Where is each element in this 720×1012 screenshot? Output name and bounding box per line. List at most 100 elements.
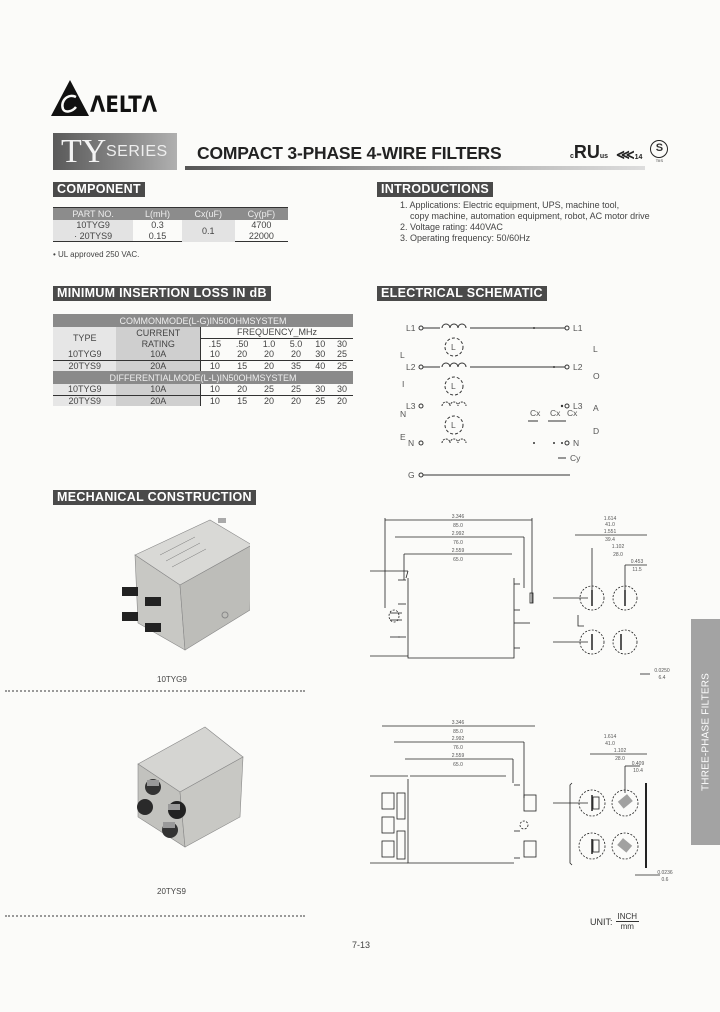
svg-text:6.4: 6.4 bbox=[659, 675, 666, 681]
series-badge: TY SERIES bbox=[53, 133, 177, 170]
svg-text:L2: L2 bbox=[573, 362, 583, 372]
intro-item: 1. Applications: Electric equipment, UPS… bbox=[400, 200, 620, 210]
table-row: 10TYG9 10A 10 20 20 20 30 25 bbox=[53, 349, 353, 360]
col-cy: Cy(pF) bbox=[234, 207, 288, 220]
electrical-schematic: L1 L2 L3 N G L1 L2 L3 N L I N E L O A D … bbox=[390, 315, 630, 485]
svg-text:28.0: 28.0 bbox=[613, 552, 623, 558]
svg-text:2.559: 2.559 bbox=[452, 753, 465, 759]
svg-text:2.992: 2.992 bbox=[452, 736, 465, 742]
svg-text:39.4: 39.4 bbox=[605, 537, 615, 543]
svg-text:A: A bbox=[593, 403, 599, 413]
table-row: 10TYG9 0.3 0.1 4700 bbox=[53, 219, 288, 242]
component-table: PART NO. L(mH) Cx(uF) Cy(pF) 10TYG9 0.3 … bbox=[53, 207, 288, 242]
svg-text:L: L bbox=[593, 344, 598, 354]
page-number: 7-13 bbox=[352, 940, 371, 950]
svg-text:0.0250: 0.0250 bbox=[654, 668, 670, 674]
insertion-loss-heading: MINIMUM INSERTION LOSS IN dB bbox=[53, 286, 271, 301]
intro-item: 3. Operating frequency: 50/60Hz bbox=[400, 233, 531, 243]
svg-text:L1: L1 bbox=[406, 323, 416, 333]
svg-text:65.0: 65.0 bbox=[453, 762, 463, 768]
col-cx: Cx(uF) bbox=[181, 207, 235, 220]
svg-text:2.992: 2.992 bbox=[452, 531, 465, 537]
ccc-cert-icon: ⋘14 bbox=[616, 147, 643, 162]
svg-text:1.551: 1.551 bbox=[604, 529, 617, 535]
svg-text:O: O bbox=[593, 371, 600, 381]
page-title: COMPACT 3-PHASE 4-WIRE FILTERS bbox=[197, 143, 502, 163]
svg-text:1.614: 1.614 bbox=[604, 516, 617, 522]
svg-text:41.0: 41.0 bbox=[605, 741, 615, 747]
delta-triangle-logo-icon bbox=[51, 80, 89, 116]
svg-text:L: L bbox=[451, 420, 456, 430]
product-caption-1: 10TYG9 bbox=[157, 675, 187, 684]
svg-text:G: G bbox=[408, 470, 415, 480]
component-note: • UL approved 250 VAC. bbox=[53, 250, 140, 259]
svg-text:3.346: 3.346 bbox=[452, 514, 465, 520]
svg-text:N: N bbox=[400, 409, 406, 419]
ul-recognized-icon: cRUus bbox=[570, 142, 609, 162]
table-row: · 20TYS9 0.15 22000 bbox=[53, 230, 288, 242]
dotted-separator bbox=[5, 690, 305, 692]
logo-text: ΛELTΛ bbox=[90, 93, 158, 118]
svg-text:10.4: 10.4 bbox=[633, 768, 643, 774]
svg-text:E: E bbox=[400, 432, 406, 442]
svg-text:L3: L3 bbox=[573, 401, 583, 411]
svg-text:L2: L2 bbox=[406, 362, 416, 372]
svg-text:L: L bbox=[451, 381, 456, 391]
table-row: 20TYS9 20A 10 15 20 35 40 25 bbox=[53, 359, 353, 371]
product-photo-10tyg9 bbox=[100, 515, 253, 655]
common-mode-band: COMMONMODE(L-G)IN50OHMSYSTEM bbox=[53, 314, 353, 327]
title-underline bbox=[185, 166, 645, 170]
schematic-diagram-icon: L1 L2 L3 N G L1 L2 L3 N L I N E L O A D … bbox=[400, 323, 600, 480]
table-row: 10TYG9 10A 10 20 25 25 30 30 bbox=[53, 384, 353, 395]
table-row: 20TYS9 20A 10 15 20 20 25 20 bbox=[53, 394, 353, 406]
product-caption-2: 20TYS9 bbox=[157, 887, 186, 896]
svg-text:3.346: 3.346 bbox=[452, 720, 465, 726]
unit-legend: UNIT: INCH mm bbox=[590, 912, 640, 931]
svg-text:N: N bbox=[408, 438, 414, 448]
svg-text:Cx: Cx bbox=[550, 408, 561, 418]
svg-text:41.0: 41.0 bbox=[605, 522, 615, 528]
svg-text:D: D bbox=[593, 426, 599, 436]
intro-item: 2. Voltage rating: 440VAC bbox=[400, 222, 503, 232]
introductions-list: 1. Applications: Electric equipment, UPS… bbox=[400, 200, 650, 244]
svg-text:1.102: 1.102 bbox=[614, 748, 627, 754]
svg-text:1.614: 1.614 bbox=[604, 734, 617, 740]
svg-text:L: L bbox=[400, 350, 405, 360]
svg-text:85.0: 85.0 bbox=[453, 729, 463, 735]
insertion-loss-table: COMMONMODE(L-G)IN50OHMSYSTEM TYPE CURREN… bbox=[53, 314, 353, 406]
svg-text:76.0: 76.0 bbox=[453, 540, 463, 546]
component-heading: COMPONENT bbox=[53, 182, 145, 197]
svg-text:2.559: 2.559 bbox=[452, 548, 465, 554]
svg-text:Cx: Cx bbox=[567, 408, 578, 418]
svg-text:L: L bbox=[451, 342, 456, 352]
svg-text:0.409: 0.409 bbox=[632, 761, 645, 767]
svg-text:85.0: 85.0 bbox=[453, 523, 463, 529]
svg-text:L3: L3 bbox=[406, 401, 416, 411]
schematic-heading: ELECTRICAL SCHEMATIC bbox=[377, 286, 547, 301]
svg-text:1.102: 1.102 bbox=[612, 544, 625, 550]
svg-text:65.0: 65.0 bbox=[453, 557, 463, 563]
introductions-heading: INTRODUCTIONS bbox=[377, 182, 494, 197]
certification-marks: cRUus ⋘14 S TIIS bbox=[570, 133, 669, 163]
svg-text:76.0: 76.0 bbox=[453, 745, 463, 751]
intro-item: copy machine, automation equipment, robo… bbox=[400, 211, 650, 221]
svg-text:0.0236: 0.0236 bbox=[657, 870, 673, 876]
svg-text:L1: L1 bbox=[573, 323, 583, 333]
svg-text:28.0: 28.0 bbox=[615, 756, 625, 762]
svg-text:I: I bbox=[402, 379, 404, 389]
delta-logo: ΛELTΛ bbox=[50, 79, 175, 119]
dotted-separator bbox=[5, 915, 305, 917]
side-tab-three-phase-filters: THREE-PHASE FILTERS bbox=[691, 619, 720, 845]
svg-text:Cy: Cy bbox=[570, 453, 581, 463]
svg-text:0.453: 0.453 bbox=[631, 559, 644, 565]
col-inductance: L(mH) bbox=[133, 207, 182, 220]
svg-text:0.6: 0.6 bbox=[662, 877, 669, 883]
safety-s-mark-icon: S TIIS bbox=[650, 140, 669, 163]
product-photo-20tys9 bbox=[105, 722, 245, 852]
series-word: SERIES bbox=[106, 143, 168, 160]
svg-text:N: N bbox=[573, 438, 579, 448]
differential-mode-band: DIFFERENTIALMODE(L-L)IN50OHMSYSTEM bbox=[53, 371, 353, 384]
mechanical-heading: MECHANICAL CONSTRUCTION bbox=[53, 490, 256, 505]
